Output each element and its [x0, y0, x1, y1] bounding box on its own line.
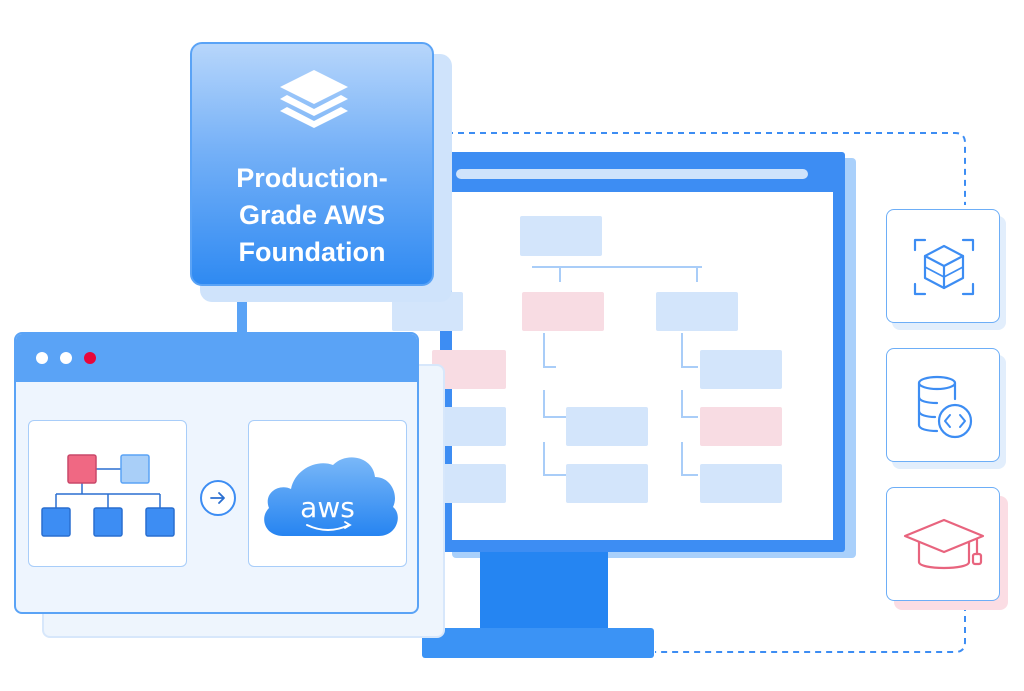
monitor — [392, 152, 845, 552]
tile-database — [886, 348, 1000, 462]
monitor-screen — [392, 192, 833, 540]
card-title-line: Production- — [236, 163, 388, 193]
diagram-panel — [28, 420, 187, 567]
production-grade-card: Production- Grade AWS Foundation — [190, 42, 434, 286]
aws-cloud-icon — [264, 457, 398, 536]
graduation-cap-icon — [903, 518, 985, 570]
browser-window: aws — [14, 332, 419, 614]
arrow-right-icon — [200, 480, 236, 516]
tile-education — [886, 487, 1000, 601]
card-title-line: Grade AWS — [238, 200, 386, 230]
window-dot — [60, 352, 72, 364]
flow-box — [700, 350, 782, 389]
monitor-stand — [480, 552, 608, 632]
flow-connectors — [532, 266, 702, 476]
flow-box-top — [520, 216, 602, 256]
flow-box — [566, 407, 648, 446]
flow-box — [700, 464, 782, 503]
monitor-base — [422, 628, 654, 658]
card-title-line: Foundation — [238, 237, 386, 267]
window-dot-red — [84, 352, 96, 364]
flow-box — [566, 464, 648, 503]
flow-box-highlight — [700, 407, 782, 446]
window-dot — [36, 352, 48, 364]
tile-cube — [886, 209, 1000, 323]
flow-box — [656, 292, 738, 331]
3d-cube-scan-icon — [913, 238, 975, 296]
monitor-address-bar — [456, 169, 808, 179]
database-code-icon — [917, 375, 973, 439]
layers-stack-icon — [280, 70, 348, 128]
org-tree-diagram-icon — [41, 454, 175, 537]
browser-titlebar — [16, 334, 417, 382]
aws-panel: aws — [248, 420, 407, 567]
card-title: Production- Grade AWS Foundation — [192, 160, 432, 271]
flow-box-highlight — [522, 292, 604, 331]
aws-label: aws — [300, 491, 355, 524]
card-stem — [237, 286, 247, 334]
